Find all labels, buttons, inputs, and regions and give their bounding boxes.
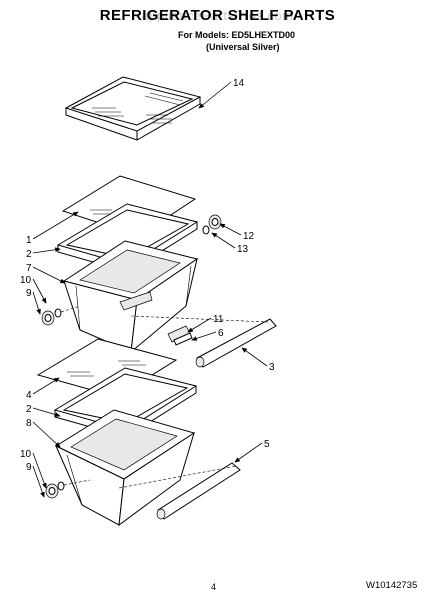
callout-label: 2 <box>26 249 32 260</box>
callout-leader <box>187 317 212 333</box>
page-number: 4 <box>211 582 217 592</box>
callout-label: 10 <box>20 449 32 460</box>
callout-label: 4 <box>26 390 32 401</box>
callout-label: 7 <box>26 263 32 274</box>
callout-leader <box>32 266 66 284</box>
callout-label: 6 <box>218 328 224 339</box>
callout-9: 9 <box>26 462 45 498</box>
callout-13: 13 <box>211 232 249 255</box>
callout-leader <box>32 247 61 254</box>
callout-leader <box>32 452 47 489</box>
callout-leader <box>32 278 47 304</box>
callout-3: 3 <box>241 347 275 373</box>
lower-screw-and-bushing <box>45 479 91 499</box>
callout-5: 5 <box>234 439 270 463</box>
callout-leader <box>32 291 41 315</box>
callout-label: 2 <box>26 404 32 415</box>
callout-4: 4 <box>26 377 60 401</box>
callout-label: 3 <box>269 362 275 373</box>
callout-leader <box>32 421 61 448</box>
callout-label: 13 <box>237 244 249 255</box>
document-number: W10142735 <box>366 580 418 591</box>
page-title: REFRIGERATOR SHELF PARTS <box>99 7 336 24</box>
callout-label: 11 <box>213 314 224 325</box>
callout-6: 6 <box>191 328 224 341</box>
callout-8: 8 <box>26 418 61 448</box>
callout-1: 1 <box>26 211 79 246</box>
upper-support-rod <box>195 318 277 368</box>
callout-leader <box>211 232 236 249</box>
variant-line: (Universal Silver) <box>206 42 280 52</box>
model-line: For Models: ED5LHEXTD00 <box>178 30 296 40</box>
callout-11: 11 <box>187 314 224 333</box>
callout-7: 7 <box>26 263 66 284</box>
callout-leader <box>32 465 45 498</box>
screw-and-bushing <box>202 214 222 235</box>
callout-leader <box>191 331 217 341</box>
callout-leader <box>234 442 263 463</box>
callout-leader <box>32 377 60 395</box>
callout-label: 14 <box>233 78 245 89</box>
upper-crisper-cover-frame <box>56 203 199 273</box>
upper-crisper-drawer <box>62 240 199 354</box>
callout-14: 14 <box>198 78 245 109</box>
top-glass-shelf <box>64 76 202 141</box>
callout-leader <box>219 223 242 236</box>
callout-label: 9 <box>26 462 32 473</box>
callout-2: 2 <box>26 404 61 417</box>
lower-support-rod <box>156 462 241 520</box>
callout-label: 12 <box>243 231 255 242</box>
callout-leader <box>32 407 61 417</box>
slide-clip <box>167 325 193 346</box>
callout-leader <box>198 81 232 109</box>
callout-label: 8 <box>26 418 32 429</box>
callout-2: 2 <box>26 247 61 260</box>
callout-9: 9 <box>26 288 41 315</box>
callout-label: 1 <box>26 235 32 246</box>
callout-label: 5 <box>264 439 270 450</box>
upper-screw-and-bushing <box>41 305 81 326</box>
callout-10: 10 <box>20 449 47 489</box>
callout-12: 12 <box>219 223 255 242</box>
callout-10: 10 <box>20 275 47 304</box>
callout-leader <box>32 211 79 240</box>
lower-crisper-drawer <box>54 409 196 527</box>
callout-label: 9 <box>26 288 32 299</box>
callout-leader <box>241 347 268 367</box>
callout-label: 10 <box>20 275 32 286</box>
